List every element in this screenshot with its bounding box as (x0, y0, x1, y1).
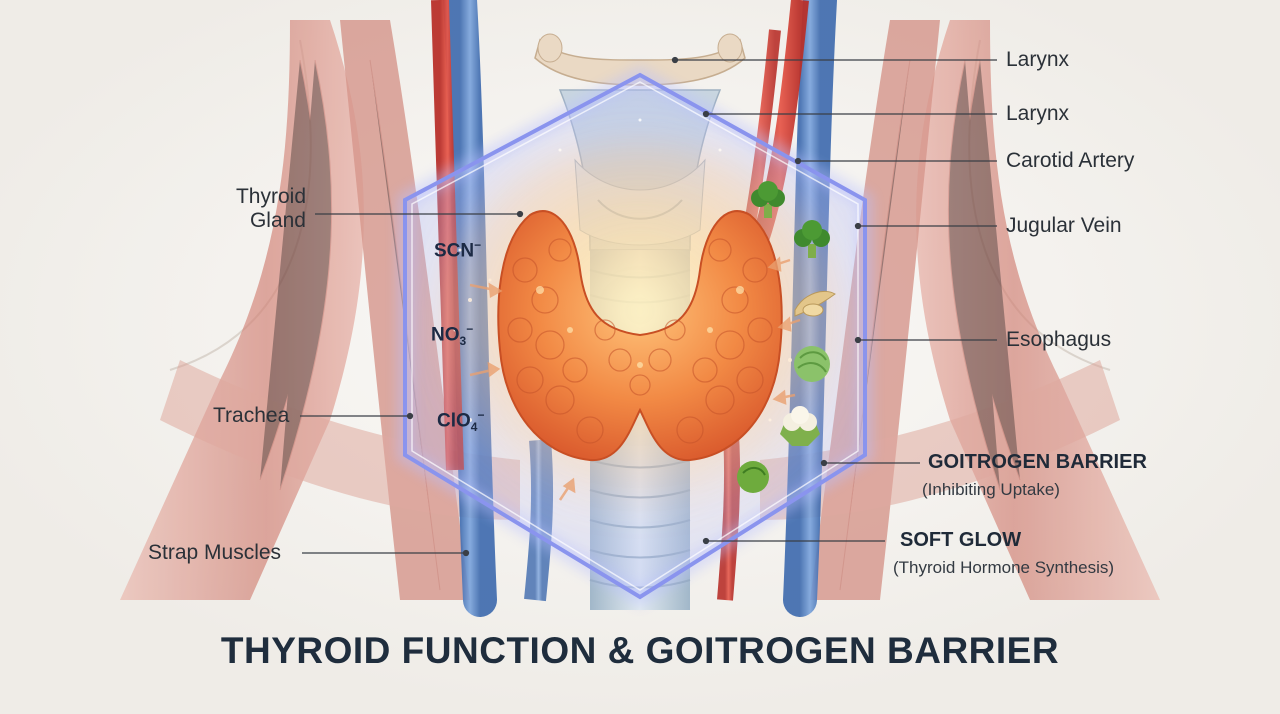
label-soft-glow: SOFT GLOW (900, 529, 1021, 552)
label-goitrogen-barrier-sub: (Inhibiting Uptake) (922, 480, 1060, 500)
label-trachea: Trachea (213, 404, 289, 428)
label-thyroid-line1: Thyroid (200, 185, 306, 209)
label-strap-muscles: Strap Muscles (148, 541, 281, 565)
label-larynx: Larynx (1006, 102, 1069, 126)
thiocyanate-ion: SCN− (434, 238, 481, 262)
cabbage-icon (794, 346, 830, 382)
page-title: THYROID FUNCTION & GOITROGEN BARRIER (0, 630, 1280, 672)
label-soft-glow-sub: (Thyroid Hormone Synthesis) (893, 558, 1114, 578)
label-goitrogen-barrier: GOITROGEN BARRIER (928, 451, 1147, 474)
label-thyroid-line2: Gland (200, 209, 306, 233)
label-thyroid-gland: Thyroid Gland (200, 185, 306, 233)
label-larynx-top: Larynx (1006, 48, 1069, 72)
nitrate-ion: NO3− (431, 322, 473, 348)
label-esophagus: Esophagus (1006, 328, 1111, 352)
brussels-sprout-icon (737, 461, 769, 493)
label-jugular-vein: Jugular Vein (1006, 214, 1122, 238)
label-carotid-artery: Carotid Artery (1006, 149, 1134, 173)
perchlorate-ion: ClO4− (437, 408, 484, 434)
